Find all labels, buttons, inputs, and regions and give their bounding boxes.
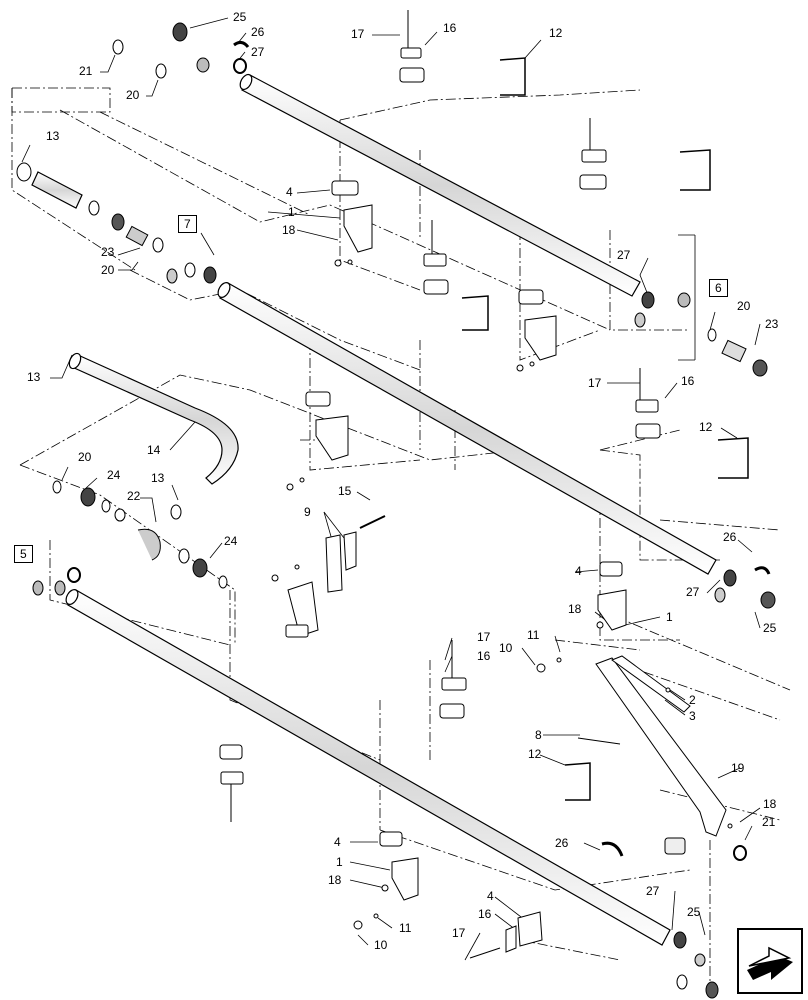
callout-17: 17: [452, 926, 466, 940]
callout-12: 12: [549, 26, 563, 40]
callout-26: 26: [251, 25, 265, 39]
callout-22: 22: [127, 489, 141, 503]
callout-16: 16: [477, 649, 491, 663]
callout-18: 18: [763, 797, 777, 811]
callout-20: 20: [101, 263, 115, 277]
callout-25: 25: [763, 621, 777, 635]
callout-19: 19: [731, 761, 745, 775]
callout-20: 20: [78, 450, 92, 464]
callout-3: 3: [689, 709, 696, 723]
callout-12: 12: [699, 420, 713, 434]
callout-11: 11: [399, 921, 412, 935]
callout-10: 10: [374, 938, 388, 952]
callout-21: 21: [762, 815, 776, 829]
callout-15: 15: [338, 484, 352, 498]
assembly-ref-5[interactable]: 5: [14, 545, 33, 563]
assembly-ref-7[interactable]: 7: [178, 215, 197, 233]
callout-17: 17: [477, 630, 491, 644]
callout-18: 18: [568, 602, 582, 616]
callout-16: 16: [681, 374, 695, 388]
assembly-ref-6[interactable]: 6: [709, 279, 728, 297]
callout-24: 24: [107, 468, 121, 482]
callout-4: 4: [334, 835, 341, 849]
callout-21: 21: [79, 64, 93, 78]
callout-4: 4: [286, 185, 293, 199]
callout-11: 11: [527, 628, 540, 642]
callout-16: 16: [478, 907, 492, 921]
callout-18: 18: [282, 223, 296, 237]
pipes: [31, 73, 717, 946]
callout-20: 20: [737, 299, 751, 313]
callout-16: 16: [443, 21, 457, 35]
callout-27: 27: [686, 585, 700, 599]
next-page-button[interactable]: [737, 928, 803, 994]
callout-4: 4: [575, 564, 582, 578]
callout-8: 8: [535, 728, 542, 742]
bent-pipe: [71, 354, 239, 485]
callout-2: 2: [689, 693, 696, 707]
callout-25: 25: [687, 905, 701, 919]
callout-13: 13: [27, 370, 41, 384]
leader-lines: [21, 17, 761, 961]
callout-17: 17: [588, 376, 602, 390]
callout-26: 26: [723, 530, 737, 544]
callout-17: 17: [351, 27, 365, 41]
callout-18: 18: [328, 873, 342, 887]
callout-12: 12: [528, 747, 542, 761]
callout-26: 26: [555, 836, 569, 850]
callout-13: 13: [46, 129, 60, 143]
callout-1: 1: [336, 855, 343, 869]
callout-1: 1: [666, 610, 673, 624]
callout-9: 9: [304, 505, 311, 519]
callout-4: 4: [487, 889, 494, 903]
callout-14: 14: [147, 443, 161, 457]
callout-24: 24: [224, 534, 238, 548]
callout-20: 20: [126, 88, 140, 102]
callout-27: 27: [251, 45, 265, 59]
support-arm: [595, 657, 727, 837]
callout-27: 27: [646, 884, 660, 898]
hardware: [16, 10, 776, 999]
callout-13: 13: [151, 471, 165, 485]
callout-10: 10: [499, 641, 513, 655]
callout-25: 25: [233, 10, 247, 24]
forward-arrow-icon: [747, 946, 793, 980]
callout-23: 23: [765, 317, 779, 331]
callout-27: 27: [617, 248, 631, 262]
callout-23: 23: [101, 245, 115, 259]
callout-1: 1: [288, 205, 295, 219]
short-pipe: [31, 171, 83, 209]
